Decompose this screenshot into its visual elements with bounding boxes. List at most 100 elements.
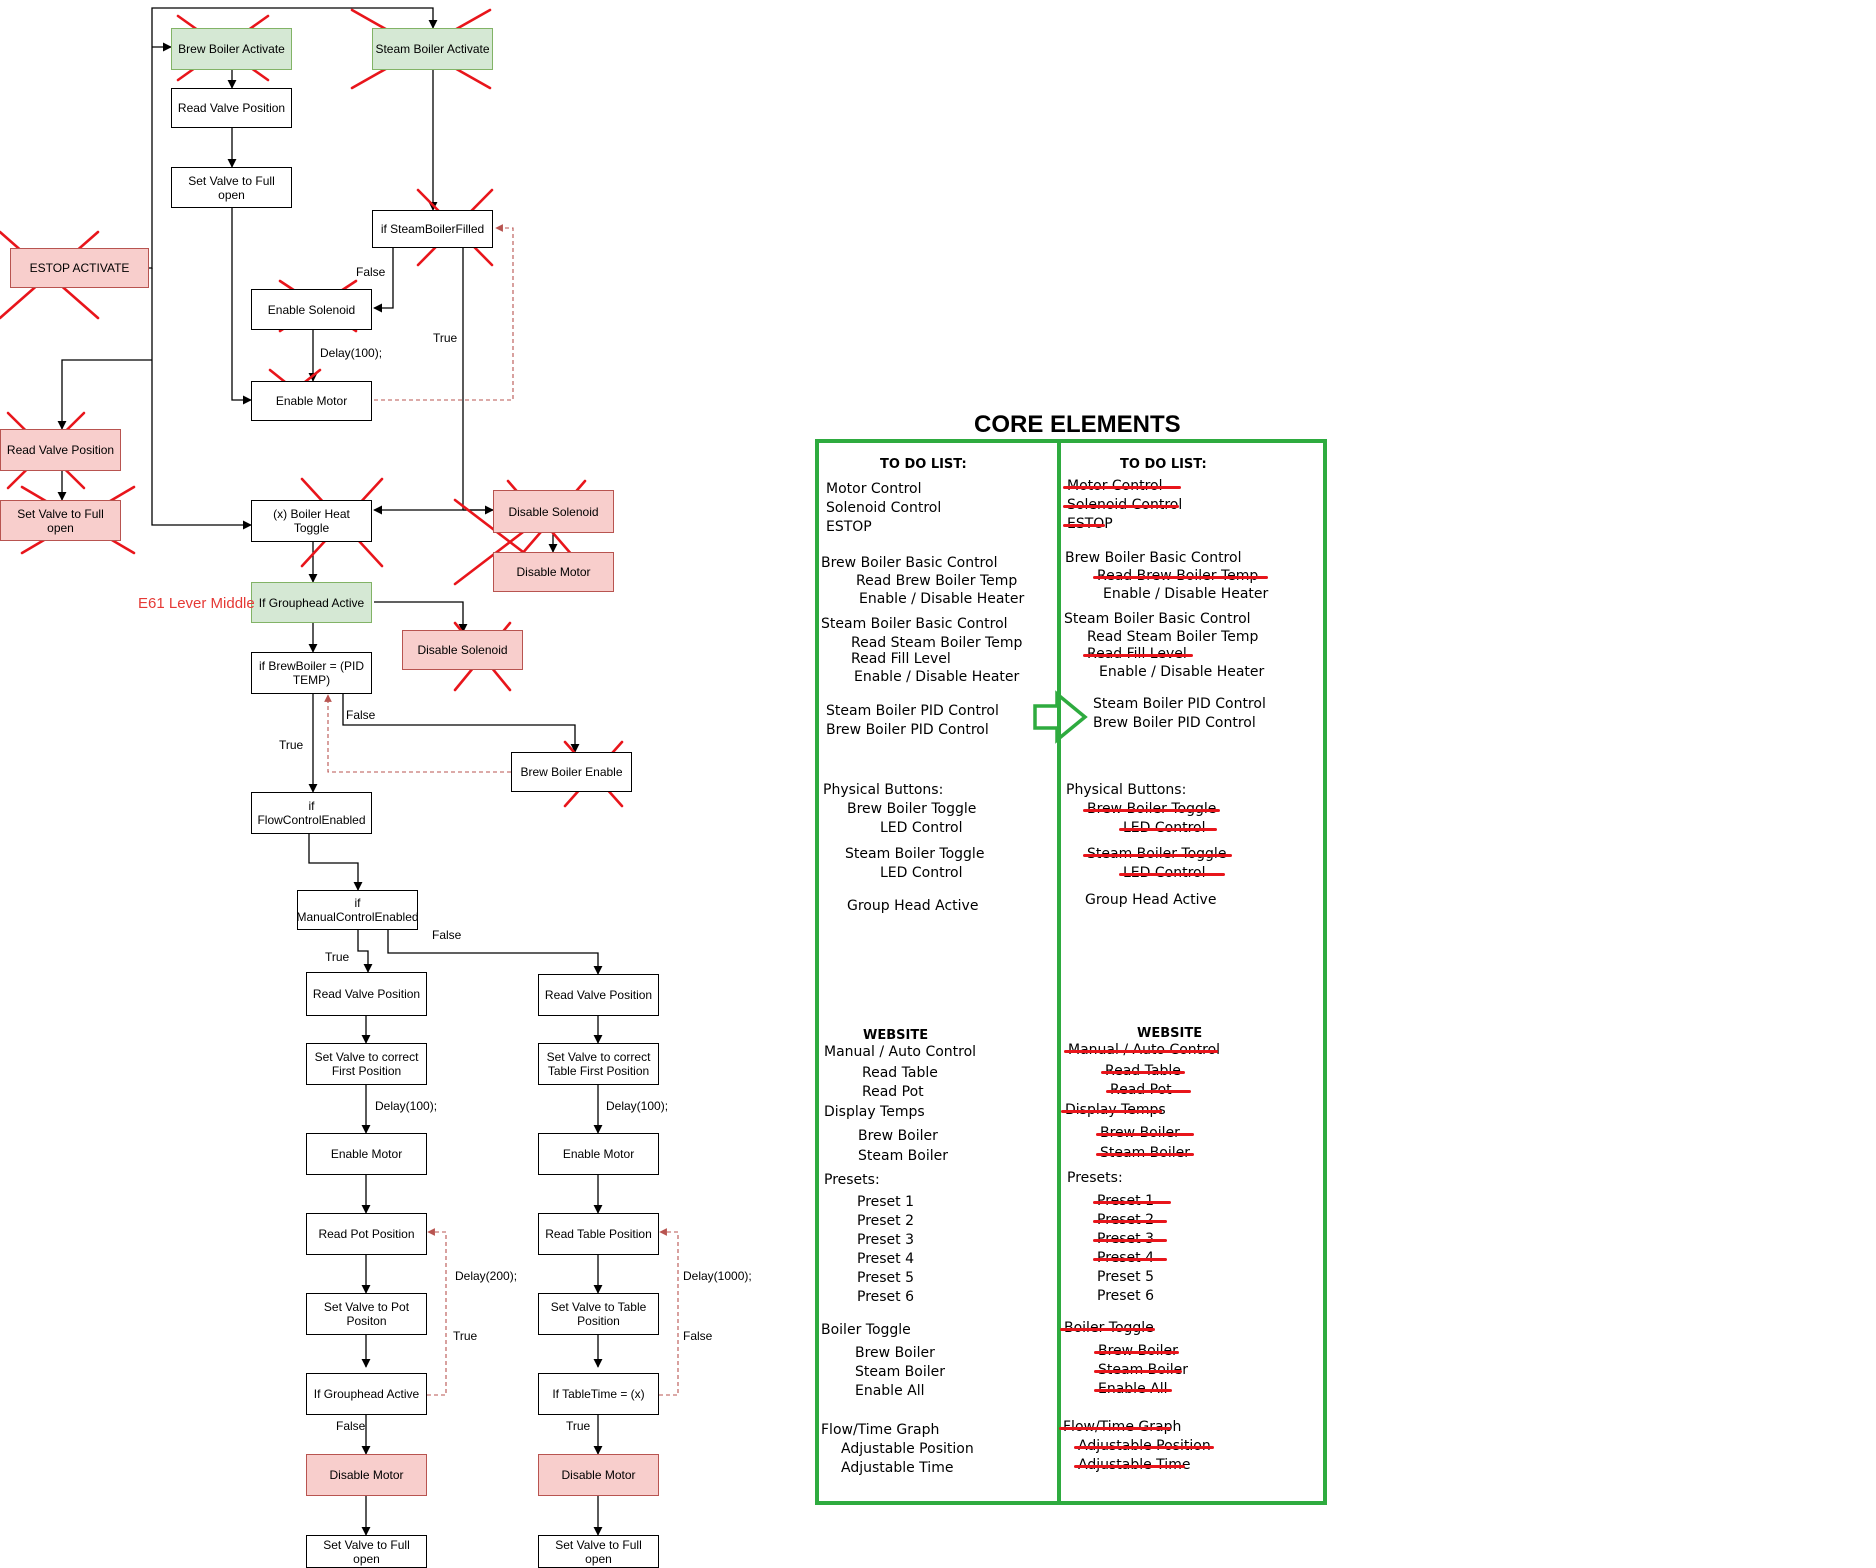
todo-left-item: WEBSITE: [863, 1028, 929, 1043]
todo-left-item: Motor Control: [826, 481, 922, 497]
strike-mark: [1083, 654, 1193, 657]
read-pot-position-node: Read Pot Position: [306, 1213, 427, 1255]
disable-motor-r2-node: Disable Motor: [538, 1454, 659, 1496]
strike-mark: [1083, 809, 1220, 812]
strike-mark: [1093, 1258, 1167, 1261]
strike-mark: [1094, 1351, 1179, 1354]
enable-solenoid-node: Enable Solenoid: [251, 289, 372, 330]
set-valve-table-first-node: Set Valve to correct Table First Positio…: [538, 1043, 659, 1085]
brew-boiler-enable-node: Brew Boiler Enable: [511, 752, 632, 792]
todo-left-item: Preset 4: [857, 1251, 915, 1267]
todo-right-item: Steam Boiler PID Control: [1093, 696, 1266, 712]
edge-label-false: False: [356, 265, 386, 279]
todo-left-item: Preset 1: [857, 1194, 915, 1210]
strike-mark: [1094, 1389, 1172, 1392]
todo-left-item: Preset 6: [857, 1289, 915, 1305]
set-valve-full-open-l-node: Set Valve to Full open: [306, 1535, 427, 1568]
boiler-heat-toggle-node: (x) Boiler Heat Toggle: [251, 500, 372, 542]
strike-mark: [1093, 1239, 1167, 1242]
todo-left-item: Adjustable Time: [841, 1460, 954, 1476]
strike-mark: [1074, 1446, 1214, 1449]
todo-right-item: Enable / Disable Heater: [1103, 586, 1269, 602]
todo-left-item: TO DO LIST:: [880, 457, 967, 472]
if-brewboiler-pid-node: if BrewBoiler = (PID TEMP): [251, 652, 372, 694]
strike-mark: [1096, 1153, 1194, 1156]
todo-left-item: Brew Boiler Toggle: [847, 801, 977, 817]
disable-motor-right-node: Disable Motor: [493, 552, 614, 592]
todo-left-item: Solenoid Control: [826, 500, 942, 516]
disable-solenoid-mid-node: Disable Solenoid: [402, 630, 523, 670]
todo-left-item: Flow/Time Graph: [821, 1422, 940, 1438]
set-valve-first-position-node: Set Valve to correct First Position: [306, 1043, 427, 1085]
edge-label-true: True: [279, 738, 304, 752]
brew-boiler-activate-node: Brew Boiler Activate: [171, 28, 292, 70]
todo-left-item: Presets:: [824, 1172, 880, 1188]
todo-left-item: Brew Boiler Basic Control: [821, 555, 998, 571]
todo-left-item: Enable / Disable Heater: [859, 591, 1025, 607]
edge-label-true: True: [566, 1419, 591, 1433]
set-valve-full-open-node: Set Valve to Full open: [171, 167, 292, 208]
todo-left-item: LED Control: [880, 865, 963, 881]
strike-mark: [1096, 1133, 1194, 1136]
read-valve-position-l-node: Read Valve Position: [306, 972, 427, 1016]
e61-lever-note: E61 Lever Middle: [138, 595, 255, 612]
strike-mark: [1063, 524, 1105, 527]
read-valve-position-left-node: Read Valve Position: [0, 429, 121, 471]
todo-left-item: Read Pot: [862, 1084, 924, 1100]
todo-right-item: Presets:: [1067, 1170, 1123, 1186]
todo-box-right: [1057, 439, 1327, 1505]
strike-mark: [1083, 854, 1232, 857]
estop-activate-node: ESTOP ACTIVATE: [10, 248, 149, 288]
edge-label-false: False: [432, 928, 462, 942]
todo-left-item: Steam Boiler PID Control: [826, 703, 999, 719]
todo-left-item: Read Fill Level: [851, 651, 951, 667]
todo-left-item: Read Table: [862, 1065, 938, 1081]
core-elements-title: CORE ELEMENTS: [974, 411, 1181, 438]
set-valve-full-open-left-node: Set Valve to Full open: [0, 500, 121, 541]
read-valve-position-node: Read Valve Position: [171, 88, 292, 128]
edge-label-true: True: [325, 950, 350, 964]
read-valve-position-r-node: Read Valve Position: [538, 974, 659, 1016]
strike-mark: [1059, 1427, 1171, 1430]
enable-motor-l-node: Enable Motor: [306, 1133, 427, 1175]
edge-label-false: False: [336, 1419, 366, 1433]
edge-label-delay: Delay(1000);: [683, 1269, 752, 1283]
disable-solenoid-right-node: Disable Solenoid: [493, 490, 614, 533]
strike-mark: [1061, 1110, 1162, 1113]
todo-left-item: Brew Boiler PID Control: [826, 722, 989, 738]
todo-left-item: Manual / Auto Control: [824, 1044, 977, 1060]
if-steam-boiler-filled-node: if SteamBoilerFilled: [372, 210, 493, 248]
todo-left-item: Enable All: [855, 1383, 925, 1399]
edge-label-delay: Delay(100);: [320, 346, 383, 360]
todo-left-item: Preset 2: [857, 1213, 915, 1229]
todo-right-item: TO DO LIST:: [1120, 457, 1207, 472]
todo-left-item: Physical Buttons:: [823, 782, 944, 798]
edge-label-true: True: [433, 331, 458, 345]
todo-left-item: Boiler Toggle: [821, 1322, 911, 1338]
strike-mark: [1074, 1465, 1185, 1468]
strike-mark: [1119, 873, 1225, 876]
todo-left-item: Brew Boiler: [858, 1128, 938, 1144]
todo-left-item: Preset 5: [857, 1270, 915, 1286]
steam-boiler-activate-node: Steam Boiler Activate: [372, 28, 493, 70]
edge-label-delay: Delay(100);: [375, 1099, 438, 1113]
if-grouphead-active-l-node: If Grouphead Active: [306, 1373, 427, 1415]
strike-mark: [1093, 1220, 1167, 1223]
todo-right-item: Brew Boiler Basic Control: [1065, 550, 1242, 566]
todo-left-item: Group Head Active: [847, 898, 979, 914]
edge-label-false: False: [683, 1329, 713, 1343]
set-valve-pot-node: Set Valve to Pot Positon: [306, 1293, 427, 1335]
strike-mark: [1064, 1050, 1218, 1053]
set-valve-table-node: Set Valve to Table Position: [538, 1293, 659, 1335]
todo-left-item: Steam Boiler Basic Control: [821, 616, 1008, 632]
green-arrow-icon: [1033, 690, 1088, 744]
todo-right-item: Preset 5: [1097, 1269, 1155, 1285]
todo-left-item: Read Steam Boiler Temp: [851, 635, 1023, 651]
strike-mark: [1093, 576, 1268, 579]
enable-motor-node: Enable Motor: [251, 381, 372, 421]
todo-right-item: Preset 6: [1097, 1288, 1155, 1304]
if-tabletime-node: If TableTime = (x): [538, 1373, 659, 1415]
todo-left-item: Enable / Disable Heater: [854, 669, 1020, 685]
todo-left-item: Adjustable Position: [841, 1441, 974, 1457]
todo-right-item: Steam Boiler Basic Control: [1064, 611, 1251, 627]
